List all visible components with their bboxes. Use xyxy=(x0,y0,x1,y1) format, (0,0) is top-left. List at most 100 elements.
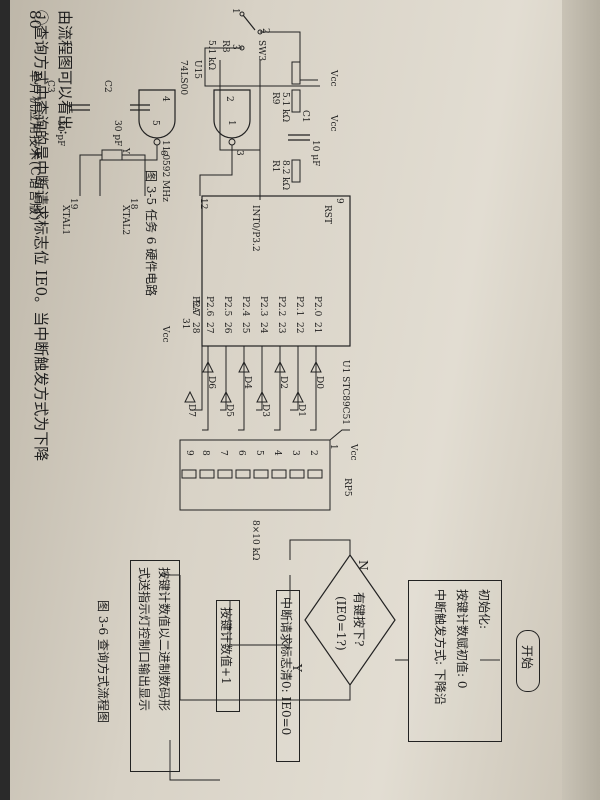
port-p2-1: P2.1 xyxy=(294,296,304,317)
rst-pin: 9 xyxy=(334,198,344,204)
rp-pin-7: 7 xyxy=(218,450,228,456)
port-pin-22: 22 xyxy=(294,322,304,334)
port-p2-6: P2.6 xyxy=(204,296,214,317)
vcc-label-2: Vcc xyxy=(328,115,338,132)
ea-vcc: Vcc xyxy=(160,326,170,343)
port-pin-26: 26 xyxy=(222,322,232,334)
output-line-1: 按键计数值以二进制数码形 xyxy=(157,567,171,712)
init-line-2: 按键计数赋初值: 0 xyxy=(455,589,469,689)
gate-pin-1: 1 xyxy=(226,120,236,126)
port-pin-28: 28 xyxy=(190,322,200,334)
led-d7: D7 xyxy=(186,404,196,417)
body-line-1: 由流程图可以看出: xyxy=(56,10,74,136)
led-d6: D6 xyxy=(206,376,216,389)
port-pin-21: 21 xyxy=(312,322,322,334)
flowchart-init-box: 初始化: 按键计数赋初值: 0 中断触发方式: 下降沿 xyxy=(408,580,502,742)
figure-caption-3-6: 图 3-6 查询方式流程图 xyxy=(96,600,110,723)
switch-pin-1: 1 xyxy=(230,8,240,14)
port-pin-24: 24 xyxy=(258,322,268,334)
increment-text: 按键计数值+1 xyxy=(219,607,233,685)
flowchart-increment-box: 按键计数值+1 xyxy=(216,600,240,712)
background-left xyxy=(0,0,10,800)
crystal-label: Y xyxy=(120,148,130,154)
c2-label: C2 xyxy=(102,80,112,93)
c1-value: 10 μF xyxy=(310,140,320,167)
int0-pin: 12 xyxy=(198,198,208,210)
nand-gate-1 xyxy=(213,89,251,139)
gate-pin-3: 3 xyxy=(234,150,244,156)
start-label: 开始 xyxy=(520,645,534,670)
flowchart xyxy=(160,539,500,781)
gate-pin-5: 5 xyxy=(150,120,160,126)
output-line-2: 式送指示灯控制口输出显示 xyxy=(137,567,151,712)
rp-pin-8: 8 xyxy=(200,450,210,456)
resistor-r9 xyxy=(291,89,301,113)
switch-sw3 xyxy=(242,14,256,31)
body-line-2: ①查询方式中查询的是中断请求标志位 IE0。当中断触发方式为下降 xyxy=(32,10,50,462)
switch-label: SW3 xyxy=(256,40,266,62)
port-pin-27: 27 xyxy=(204,322,214,334)
vcc-label-1: Vcc xyxy=(328,70,338,87)
gate-pin-4: 4 xyxy=(160,96,170,102)
resistor-r8 xyxy=(291,61,301,85)
mcu-chip xyxy=(201,195,351,347)
gate-pin-6: 6 xyxy=(158,150,168,156)
decision-line-2: (IE0=1?) xyxy=(334,596,348,651)
port-pin-25: 25 xyxy=(240,322,250,334)
init-line-1: 初始化: xyxy=(477,589,491,630)
chip-u15: U15 xyxy=(192,60,202,80)
rp-pin-1: 1 xyxy=(328,444,338,450)
decision-diamond xyxy=(304,553,396,687)
r9-value: 5.1 kΩ xyxy=(280,92,290,123)
rp-pin-3: 3 xyxy=(290,450,300,456)
port-p2-7: P2.7 xyxy=(190,296,200,317)
c2-value: 30 pF xyxy=(112,120,122,147)
int0-label: INT0/P3.2 xyxy=(250,205,260,252)
led-d2: D2 xyxy=(278,376,288,389)
switch-pin-2: 2 xyxy=(260,28,270,34)
led-d4: D4 xyxy=(242,376,252,389)
flowchart-clear-box: 中断请求标志清0: IE0=0 xyxy=(276,590,300,762)
led-array xyxy=(184,360,322,403)
led-d0: D0 xyxy=(314,376,324,389)
led-d3: D3 xyxy=(260,404,270,417)
rp-pin-2: 2 xyxy=(308,450,318,456)
port-p2-4: P2.4 xyxy=(240,296,250,317)
flowchart-start: 开始 xyxy=(516,630,540,692)
resistor-pack-rp5 xyxy=(179,439,331,511)
rst-label: RST xyxy=(322,205,332,224)
xtal2-label: XTAL2 xyxy=(120,205,130,236)
r8-value: 5.1 kΩ xyxy=(206,40,216,71)
rp-pin-4: 4 xyxy=(272,450,282,456)
port-p2-0: P2.0 xyxy=(312,296,322,317)
rp-value: 8×10 kΩ xyxy=(250,520,260,561)
xtal1-pin: 19 xyxy=(68,198,78,210)
port-p2-3: P2.3 xyxy=(258,296,268,317)
led-d1: D1 xyxy=(296,404,306,417)
crystal-y xyxy=(101,149,123,161)
r1-value: 8.2 kΩ xyxy=(280,160,290,191)
port-p2-2: P2.2 xyxy=(276,296,286,317)
rp-label: RP5 xyxy=(342,478,352,497)
led-d5: D5 xyxy=(224,404,234,417)
port-p2-5: P2.5 xyxy=(222,296,232,317)
ea-pin: 31 xyxy=(180,318,190,330)
xtal2-pin: 18 xyxy=(128,198,138,210)
clear-flag-text: 中断请求标志清0: IE0=0 xyxy=(279,597,293,736)
r9-label: R9 xyxy=(270,92,280,105)
switch-pin-3: 3 xyxy=(230,44,240,50)
mcu-label: U1 STC89C51 xyxy=(340,360,350,426)
c1-label: C1 xyxy=(300,110,310,123)
rp-pin-5: 5 xyxy=(254,450,264,456)
port-lines xyxy=(190,346,317,431)
r8-label: R8 xyxy=(220,40,230,53)
decision-no: N xyxy=(356,560,370,571)
init-line-3: 中断触发方式: 下降沿 xyxy=(433,589,447,705)
figure-caption-3-5: 图 3-5 任务 6 硬件电路 xyxy=(144,170,158,297)
rp-pin-6: 6 xyxy=(236,450,246,456)
resistor-r1 xyxy=(291,159,301,183)
xtal1-label: XTAL1 xyxy=(60,205,70,236)
